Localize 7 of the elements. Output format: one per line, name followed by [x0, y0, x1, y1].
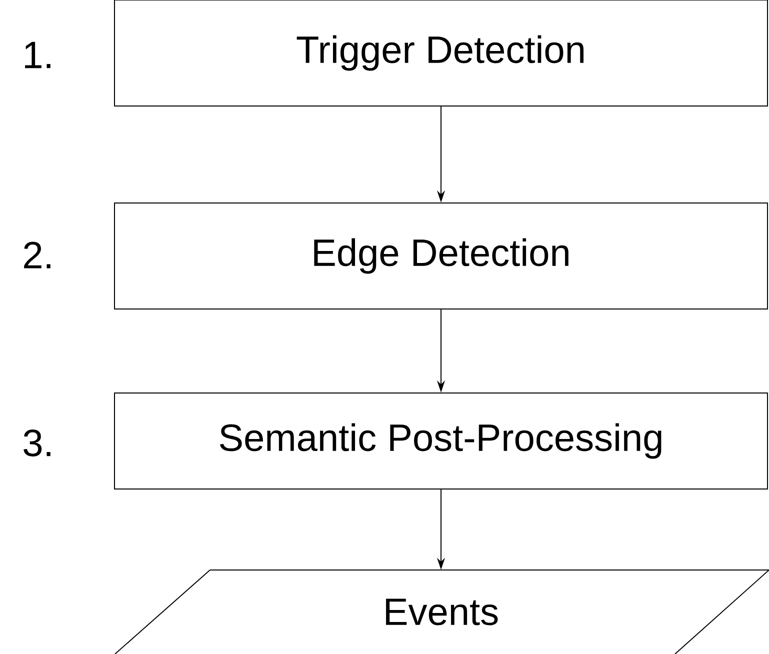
step-number: 2.	[24, 242, 50, 268]
process-box: Semantic Post-Processing	[114, 392, 768, 490]
data-parallelogram: Events	[114, 570, 769, 654]
step-number: 1.	[25, 42, 50, 68]
process-box: Trigger Detection	[114, 0, 768, 106]
process-box: Edge Detection	[114, 202, 768, 310]
step-number: 3.	[24, 430, 50, 456]
